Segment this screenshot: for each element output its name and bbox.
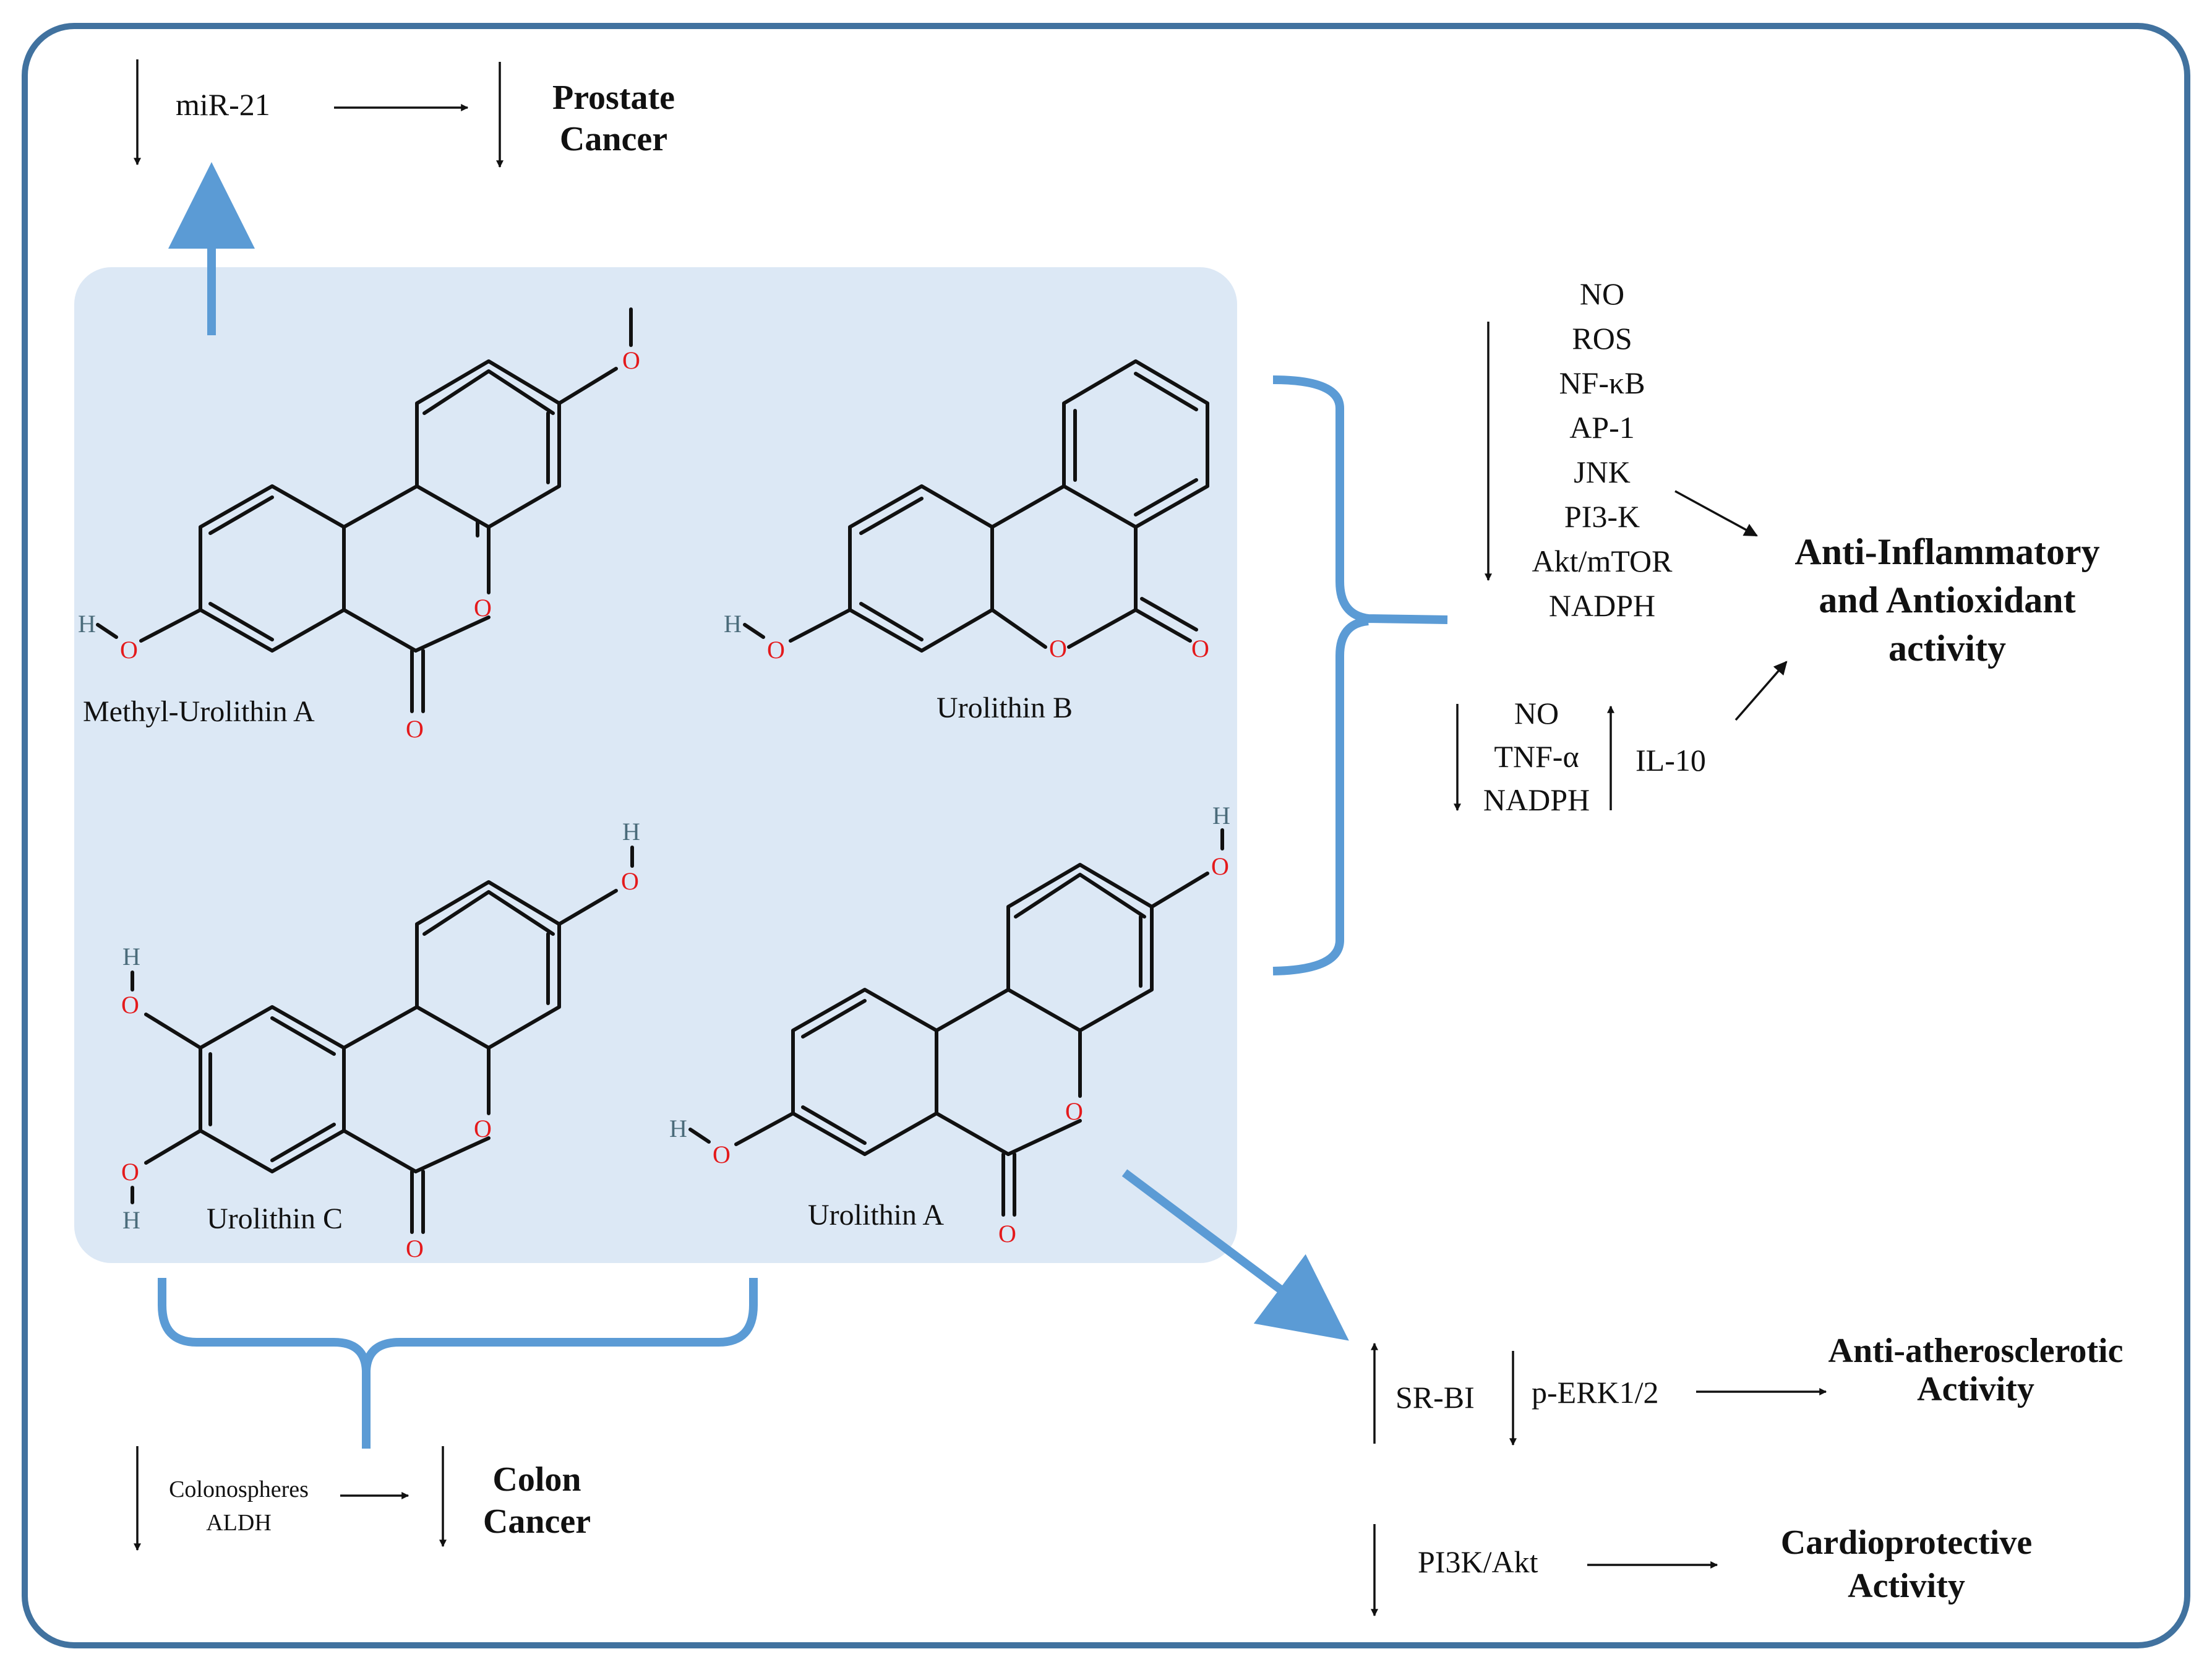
right-brace [1272, 375, 1448, 975]
svg-text:H: H [122, 943, 140, 970]
svg-text:O: O [713, 1141, 731, 1168]
svg-text:O: O [1049, 635, 1067, 662]
il10-to-outcome-arrow [1734, 661, 1788, 721]
svg-text:Akt/mTOR: Akt/mTOR [1532, 544, 1673, 578]
svg-text:O: O [767, 636, 785, 664]
bottom-brace [158, 1278, 758, 1449]
svg-text:H: H [622, 818, 640, 846]
svg-text:NO: NO [1514, 696, 1559, 730]
prostate-cancer-label-2: Cancer [560, 120, 667, 158]
svg-text:NF-κB: NF-κB [1559, 366, 1645, 400]
svg-text:H: H [669, 1115, 687, 1142]
svg-text:NADPH: NADPH [1549, 588, 1655, 623]
svg-text:Colonospheres: Colonospheres [169, 1476, 309, 1502]
svg-text:Anti-atherosclerotic: Anti-atherosclerotic [1828, 1332, 2124, 1370]
svg-text:O: O [121, 1158, 139, 1186]
urolithin-b-label: Urolithin B [937, 692, 1073, 724]
svg-text:ALDH: ALDH [206, 1510, 272, 1536]
methyl-urolithin-a-label: Methyl-Urolithin A [83, 695, 315, 728]
il10-label: IL-10 [1635, 743, 1706, 778]
blue-arrow-to-athero [1121, 1169, 1349, 1341]
structure-urolithin-a: O H O O O H Urolithin A [669, 802, 1230, 1248]
mir21-label: miR-21 [176, 87, 270, 122]
svg-text:JNK: JNK [1574, 455, 1631, 489]
structure-urolithin-c: O H O O O H O H Urolithin C [121, 818, 640, 1262]
svg-text:and Antioxidant: and Antioxidant [1819, 580, 2075, 620]
lactone-ring [342, 484, 419, 529]
urolithin-a-label: Urolithin A [808, 1199, 944, 1232]
urolithin-c-label: Urolithin C [207, 1202, 343, 1235]
svg-text:O: O [474, 594, 492, 622]
svg-text:TNF-α: TNF-α [1494, 739, 1579, 774]
svg-text:Activity: Activity [1848, 1567, 1965, 1605]
structure-urolithin-b: O O O H Urolithin B [724, 359, 1209, 724]
svg-text:activity: activity [1888, 628, 2006, 669]
colon-cancer-pathway: Colonospheres ALDH Colon Cancer [134, 1446, 591, 1551]
svg-text:Colon: Colon [492, 1460, 581, 1499]
svg-text:PI3K/Akt: PI3K/Akt [1418, 1544, 1538, 1579]
svg-text:Anti-Inflammatory: Anti-Inflammatory [1794, 531, 2099, 572]
svg-text:H: H [78, 610, 96, 638]
prostate-cancer-pathway: miR-21 Prostate Cancer [134, 59, 675, 168]
svg-text:O: O [120, 636, 138, 664]
anti-inflammatory-pathway: NO ROS NF-κB AP-1 JNK PI3-K Akt/mTOR NAD… [1454, 276, 2100, 817]
svg-text:p-ERK1/2: p-ERK1/2 [1532, 1375, 1659, 1410]
svg-text:O: O [406, 1235, 424, 1262]
structure-methyl-urolithin-a: O O O O H Methyl-Urolithin A [78, 307, 640, 743]
svg-text:AP-1: AP-1 [1569, 410, 1635, 445]
svg-text:ROS: ROS [1572, 321, 1632, 356]
svg-text:NADPH: NADPH [1483, 782, 1590, 817]
cardioprotective-pathway: PI3K/Akt Cardioprotective Activity [1371, 1523, 2032, 1617]
svg-text:Cancer: Cancer [483, 1502, 591, 1541]
markers-to-outcome-arrow [1674, 490, 1758, 537]
anti-atherosclerotic-pathway: SR-BI p-ERK1/2 Anti-atherosclerotic Acti… [1371, 1332, 2124, 1446]
svg-text:NO: NO [1580, 276, 1624, 311]
svg-text:SR-BI: SR-BI [1395, 1380, 1475, 1415]
svg-text:H: H [724, 610, 742, 638]
svg-text:H: H [1212, 802, 1230, 829]
svg-text:Cardioprotective: Cardioprotective [1781, 1523, 2032, 1562]
svg-text:O: O [121, 991, 139, 1019]
ring-top-double [422, 369, 555, 415]
svg-text:O: O [621, 867, 639, 895]
svg-text:O: O [474, 1115, 492, 1142]
svg-text:O: O [622, 346, 640, 374]
svg-text:O: O [406, 715, 424, 743]
prostate-cancer-label-1: Prostate [552, 79, 675, 117]
svg-text:PI3-K: PI3-K [1564, 499, 1640, 534]
svg-text:Activity: Activity [1917, 1370, 2034, 1408]
svg-text:O: O [1211, 852, 1229, 880]
svg-text:O: O [998, 1220, 1016, 1248]
svg-text:O: O [1191, 635, 1209, 662]
svg-text:H: H [122, 1206, 140, 1234]
svg-text:O: O [1065, 1097, 1083, 1125]
